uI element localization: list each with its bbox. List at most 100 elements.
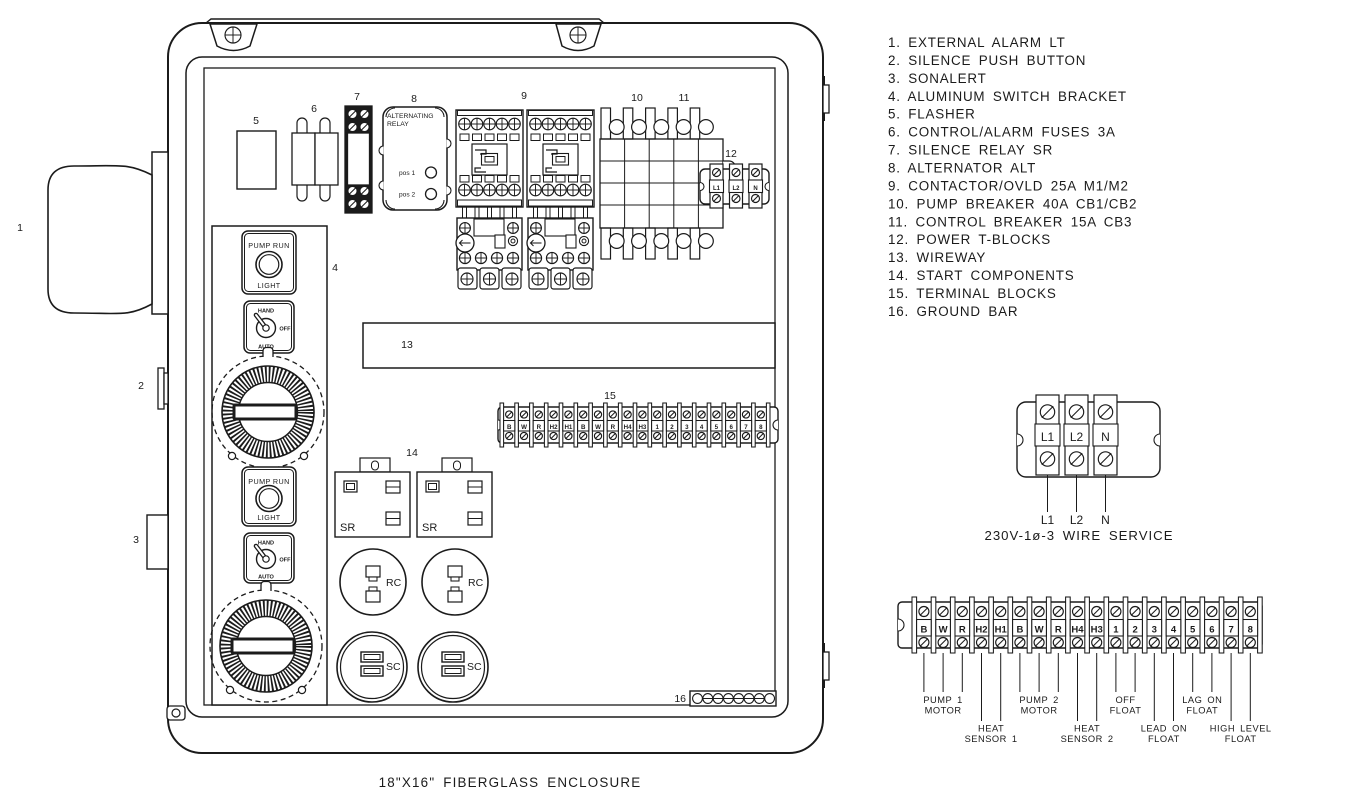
dial-trim-ring — [209, 589, 323, 703]
screw-icon — [1148, 605, 1160, 618]
line — [919, 607, 929, 616]
separator — [1103, 596, 1110, 654]
rect — [444, 654, 462, 660]
screw-icon — [756, 431, 765, 441]
screw-icon — [653, 431, 662, 441]
callout-16: 16 — [674, 693, 686, 705]
silence-button-base — [163, 372, 169, 405]
line — [919, 638, 929, 647]
callout-14: 14 — [406, 447, 418, 459]
screw-icon — [1039, 451, 1056, 467]
screw-icon — [593, 410, 603, 419]
line — [1053, 607, 1063, 616]
toggle-hole — [608, 118, 625, 135]
line — [1207, 638, 1217, 647]
legend-list: 1. EXTERNAL ALARM LT2. SILENCE PUSH BUTT… — [888, 35, 1137, 319]
line — [535, 411, 543, 418]
screw-icon — [359, 185, 370, 197]
screw-icon — [1129, 636, 1141, 649]
edge-notch — [378, 180, 384, 191]
separator — [1141, 596, 1148, 654]
line — [609, 411, 617, 418]
line — [713, 411, 720, 418]
rect — [457, 199, 522, 207]
run-capacitor-rc: RC — [421, 548, 489, 616]
control-alarm-fuses — [291, 117, 339, 202]
terminal-label-box — [739, 419, 753, 432]
rc-label: RC — [386, 577, 402, 589]
dial-side-tab — [227, 451, 237, 461]
screw-icon — [564, 431, 573, 441]
screw-icon — [741, 431, 751, 441]
terminal-label: 4 — [700, 424, 704, 431]
terminal-label: 5 — [1190, 625, 1196, 636]
screw-icon — [1225, 636, 1237, 649]
rect — [528, 110, 593, 116]
separator — [706, 402, 712, 448]
screw-icon — [549, 431, 558, 441]
pole-label: N — [1101, 430, 1110, 444]
terminal-label: B — [581, 424, 586, 431]
line — [1245, 607, 1255, 616]
float-group-label: HEAT — [1074, 724, 1100, 734]
line — [977, 638, 986, 647]
screw-icon — [506, 251, 520, 265]
line — [683, 411, 691, 418]
terminal-label: H1 — [564, 424, 572, 431]
line — [360, 109, 369, 119]
float-group-label: MOTOR — [925, 706, 962, 716]
tab-slot — [371, 460, 379, 471]
run-capacitor-rc: RC — [339, 548, 407, 616]
breaker-pole-top — [667, 107, 679, 140]
line — [1092, 607, 1102, 616]
line — [1188, 638, 1198, 647]
terminal-label-box — [1108, 618, 1124, 637]
breaker-pole-bottom — [644, 227, 656, 260]
callout-2: 2 — [138, 380, 144, 392]
rect — [509, 133, 520, 141]
line — [1169, 638, 1178, 647]
line — [624, 432, 631, 440]
terminal-label-box — [1050, 618, 1067, 637]
separator — [1237, 596, 1244, 654]
switch-column: PUMP RUNLIGHTHANDOFFAUTOPUMP RUNLIGHTHAN… — [209, 230, 325, 703]
line — [520, 432, 528, 440]
separator — [677, 402, 682, 448]
screw-icon — [554, 183, 567, 197]
legend-item: 8. ALTERNATOR ALT — [888, 161, 1036, 176]
screw-icon — [937, 605, 949, 618]
alarm-light-plate — [151, 151, 169, 315]
screw-icon — [359, 121, 370, 133]
enclosure-top-lip — [205, 18, 605, 24]
dial-knurl — [222, 366, 314, 458]
rect — [457, 110, 522, 116]
silence-relay — [344, 105, 373, 214]
callout-numbers: 1 2 3 4 5 6 7 8 9 10 11 12 13 14 15 16 — [17, 90, 737, 705]
screw-icon — [682, 410, 691, 419]
dial-side-tab — [297, 685, 307, 695]
service-lead-label: L1 — [1041, 513, 1055, 527]
terminal-label: H3 — [1091, 625, 1103, 636]
callout-15: 15 — [604, 390, 616, 402]
terminal-label: 2 — [1132, 625, 1137, 636]
terminal-label-box — [532, 419, 545, 432]
screw-icon — [579, 431, 588, 441]
sonalert — [146, 514, 169, 570]
terminal-label-box — [503, 419, 516, 432]
legend-item: 4. ALUMINUM SWITCH BRACKET — [888, 89, 1127, 104]
rc-label: RC — [468, 577, 484, 589]
screw-icon — [918, 636, 930, 649]
screw-icon — [359, 108, 370, 120]
edge-notch — [446, 185, 452, 196]
legend-item: 10. PUMP BREAKER 40A CB1/CB2 — [888, 196, 1137, 211]
callout-7: 7 — [354, 91, 360, 103]
screw-icon — [995, 605, 1007, 618]
screw-icon — [1014, 636, 1026, 649]
separator — [1257, 596, 1263, 654]
separator — [558, 402, 564, 448]
